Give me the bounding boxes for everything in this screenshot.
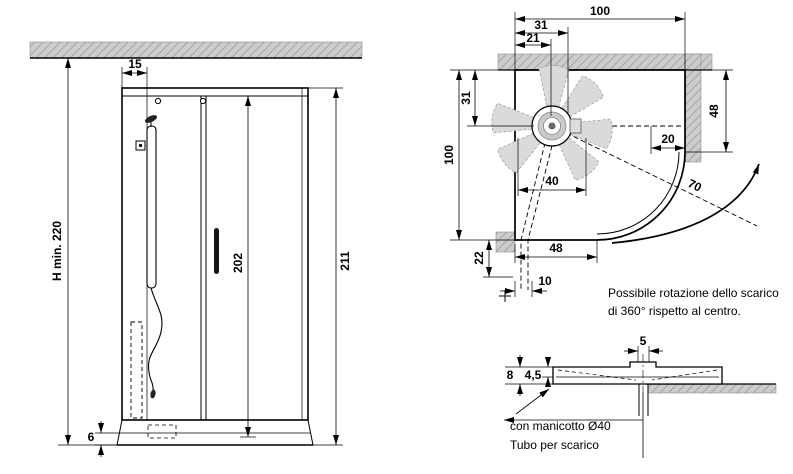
dim-drain-offset-21: 21 (526, 31, 540, 45)
section-dimension-lines (505, 346, 663, 396)
hidden-pipe-channel (130, 321, 143, 419)
floor-slab (647, 383, 777, 394)
front-dimension-lines (58, 58, 343, 457)
dim-front-edge-width: 48 (549, 241, 563, 255)
dim-drain-cap-offset: 5 (640, 334, 647, 348)
drain-pipe-section (504, 384, 649, 458)
tray-section (552, 354, 723, 392)
pipe-exit-cross-icon (499, 290, 511, 302)
drain-rotation-fan (491, 65, 613, 181)
shower-column (135, 115, 163, 399)
dim-drain-depth: 31 (459, 91, 473, 105)
ceiling-wall (29, 41, 363, 59)
dim-drain-offset-31: 31 (534, 18, 548, 32)
section-view: 5 8 4,5 con manicotto Ø40 Tubo per scari… (504, 334, 777, 458)
shower-hose (147, 287, 163, 391)
dim-side-panel-width: 15 (128, 57, 142, 71)
dim-pipe-reach: 70 (686, 176, 704, 195)
label-sleeve: con manicotto Ø40 (510, 419, 611, 433)
rotation-note-line2: di 360° rispetto al centro. (608, 304, 741, 318)
tray-rim-inner-edge (596, 151, 680, 235)
wall-stub (495, 231, 516, 253)
dim-width-total: 100 (590, 4, 610, 18)
door-roller-icon (199, 97, 207, 105)
shower-cabin-front (121, 87, 309, 421)
shower-head-icon (144, 115, 158, 123)
top-wall (497, 53, 713, 71)
dim-min-ceiling-height: H min. 220 (50, 221, 64, 281)
rotation-arrow (611, 163, 760, 244)
dim-depth-total: 100 (442, 145, 456, 165)
shower-tray-front (116, 419, 314, 446)
drain-assembly (491, 65, 613, 181)
hand-shower-icon (150, 389, 156, 399)
dim-pipe-outlet-offset-y: 22 (472, 251, 486, 265)
dim-right-side-depth: 48 (707, 104, 721, 118)
dim-tray-height: 8 (507, 368, 514, 382)
dim-door-height: 202 (231, 253, 245, 273)
label-drain-pipe: Tubo per scarico (510, 438, 599, 452)
dim-tray-base-height: 6 (88, 430, 95, 444)
siphon-hidden (147, 424, 177, 439)
dim-pipe-outlet-offset-x: 10 (538, 274, 552, 288)
plan-dimension-lines (450, 12, 733, 297)
front-elevation-view: 15 H min. 220 202 211 6 (29, 41, 363, 457)
cabin-frame (121, 87, 309, 421)
door-handle (214, 228, 219, 274)
drain-outlet-stub (569, 118, 582, 134)
drain-center-icon (548, 122, 556, 130)
dim-drain-to-right-edge: 20 (661, 132, 675, 146)
door-roller-icon (154, 97, 162, 105)
dim-drain-clearance: 40 (545, 174, 559, 188)
dim-tray-edge-height: 4,5 (525, 368, 542, 382)
plan-view: 100 31 21 48 31 100 20 40 70 48 22 10 Po… (442, 4, 779, 318)
dim-cabin-height: 211 (338, 251, 352, 271)
rotation-note-line1: Possibile rotazione dello scarico (608, 286, 779, 300)
